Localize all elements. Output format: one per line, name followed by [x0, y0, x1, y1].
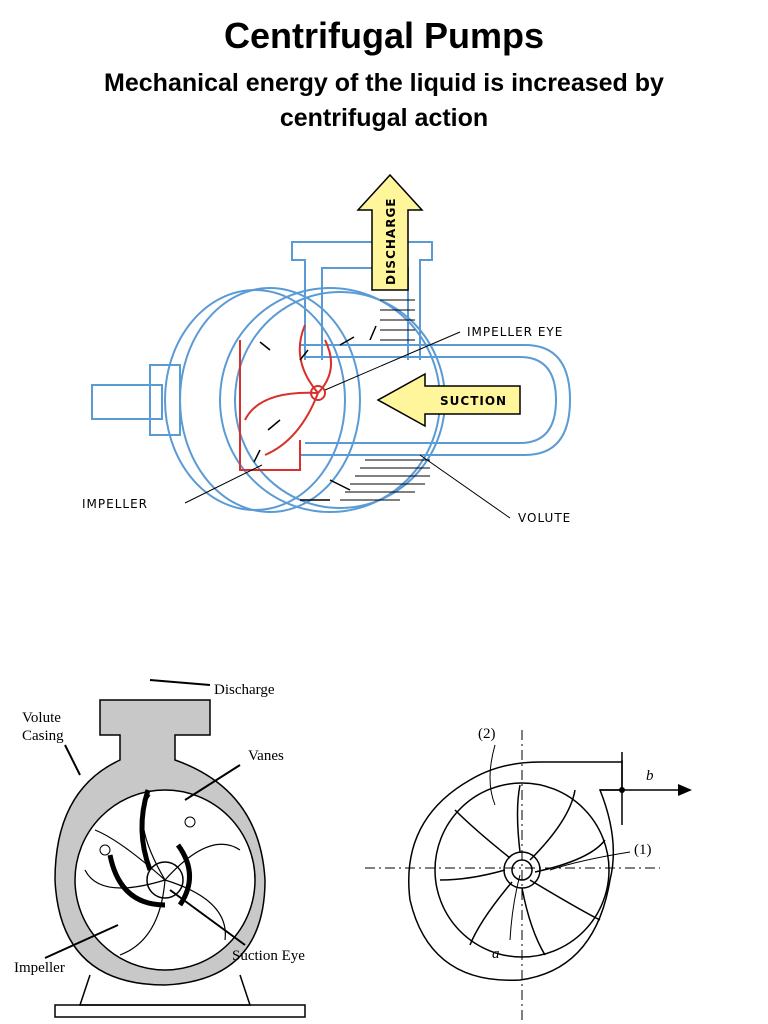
impeller-label-bottom: Impeller — [14, 960, 65, 976]
vanes-label: Vanes — [248, 748, 284, 764]
suction-eye-label: Suction Eye — [232, 948, 305, 964]
label-b: b — [646, 768, 654, 784]
impeller-label-top: IMPELLER — [82, 497, 148, 511]
volute-label-line2: Casing — [22, 728, 64, 744]
impeller-eye-label: IMPELLER EYE — [467, 325, 563, 339]
label-1: (1) — [634, 842, 652, 858]
page-subtitle: Mechanical energy of the liquid is incre… — [104, 69, 664, 132]
discharge-label-bottom: Discharge — [214, 682, 275, 698]
volute-label: VOLUTE — [518, 511, 571, 525]
label-a: a — [492, 946, 500, 962]
discharge-label-top: DISCHARGE — [384, 198, 398, 286]
label-2: (2) — [478, 726, 496, 742]
suction-label: SUCTION — [440, 394, 507, 408]
volute-label-line1: Volute — [22, 710, 61, 726]
page-title: Centrifugal Pumps — [223, 15, 545, 56]
